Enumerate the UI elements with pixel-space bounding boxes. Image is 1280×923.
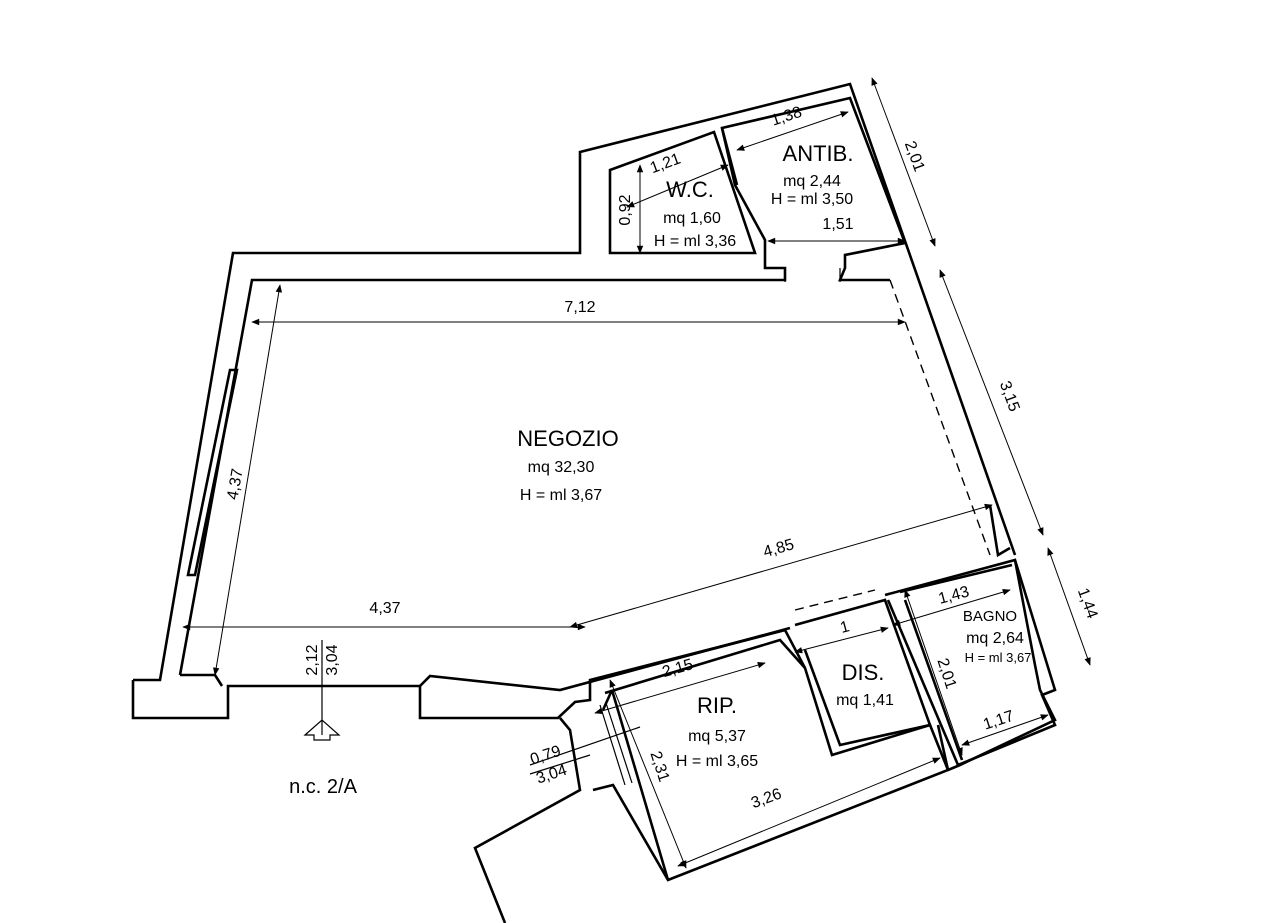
entrance-label: n.c. 2/A [289,776,357,798]
room-name-negozio: NEGOZIO [517,426,618,451]
room-name-antib: ANTIB. [783,141,854,166]
room-height-antib: H = ml 3,50 [771,191,853,208]
dim-rip-bottom: 3,26 [749,785,784,812]
room-height-rip: H = ml 3,65 [676,753,758,770]
wc-antib-walls [608,127,841,282]
dim-entrance-top: 2,12 [304,644,321,675]
dim-wc-depth: 0,92 [617,194,634,225]
dim-antib-bottom: 1,51 [822,216,853,233]
dim-antib-top: 1,38 [769,104,804,130]
room-name-rip: RIP. [697,693,737,718]
room-name-bagno: BAGNO [963,608,1017,625]
dim-negozio-bottom: 4,37 [369,600,400,617]
dim-negozio-left: 4,37 [224,467,246,501]
room-area-antib: mq 2,44 [783,173,841,190]
dim-outer-144: 1,44 [1074,586,1101,621]
dim-negozio-diag: 4,85 [761,536,796,561]
room-name-wc: W.C. [666,177,714,202]
room-name-dis: DIS. [842,660,885,685]
room-area-negozio: mq 32,30 [528,459,595,476]
room-height-bagno: H = ml 3,67 [965,650,1032,665]
dim-outer-201: 2,01 [901,139,928,174]
room-area-rip: mq 5,37 [688,728,746,745]
room-area-bagno: mq 2,64 [966,630,1024,647]
dim-outer-315: 3,15 [996,379,1023,414]
dimension-lines [182,77,1091,869]
entrance-arrow-icon [303,719,341,741]
room-height-wc: H = ml 3,36 [654,233,736,250]
dim-negozio-top: 7,12 [564,299,595,316]
dim-bagno-width: 1,43 [937,583,972,608]
room-height-negozio: H = ml 3,67 [520,487,602,504]
dim-bagno-bottom: 1,17 [981,708,1016,734]
room-labels: NEGOZIO mq 32,30 H = ml 3,67 W.C. mq 1,6… [517,141,1031,770]
room-area-dis: mq 1,41 [836,692,894,709]
room-area-wc: mq 1,60 [663,210,721,227]
dim-bagno-depth: 2,01 [933,656,959,691]
dim-entrance-bottom: 3,04 [324,644,341,675]
dim-dis-width: 1 [838,618,851,637]
